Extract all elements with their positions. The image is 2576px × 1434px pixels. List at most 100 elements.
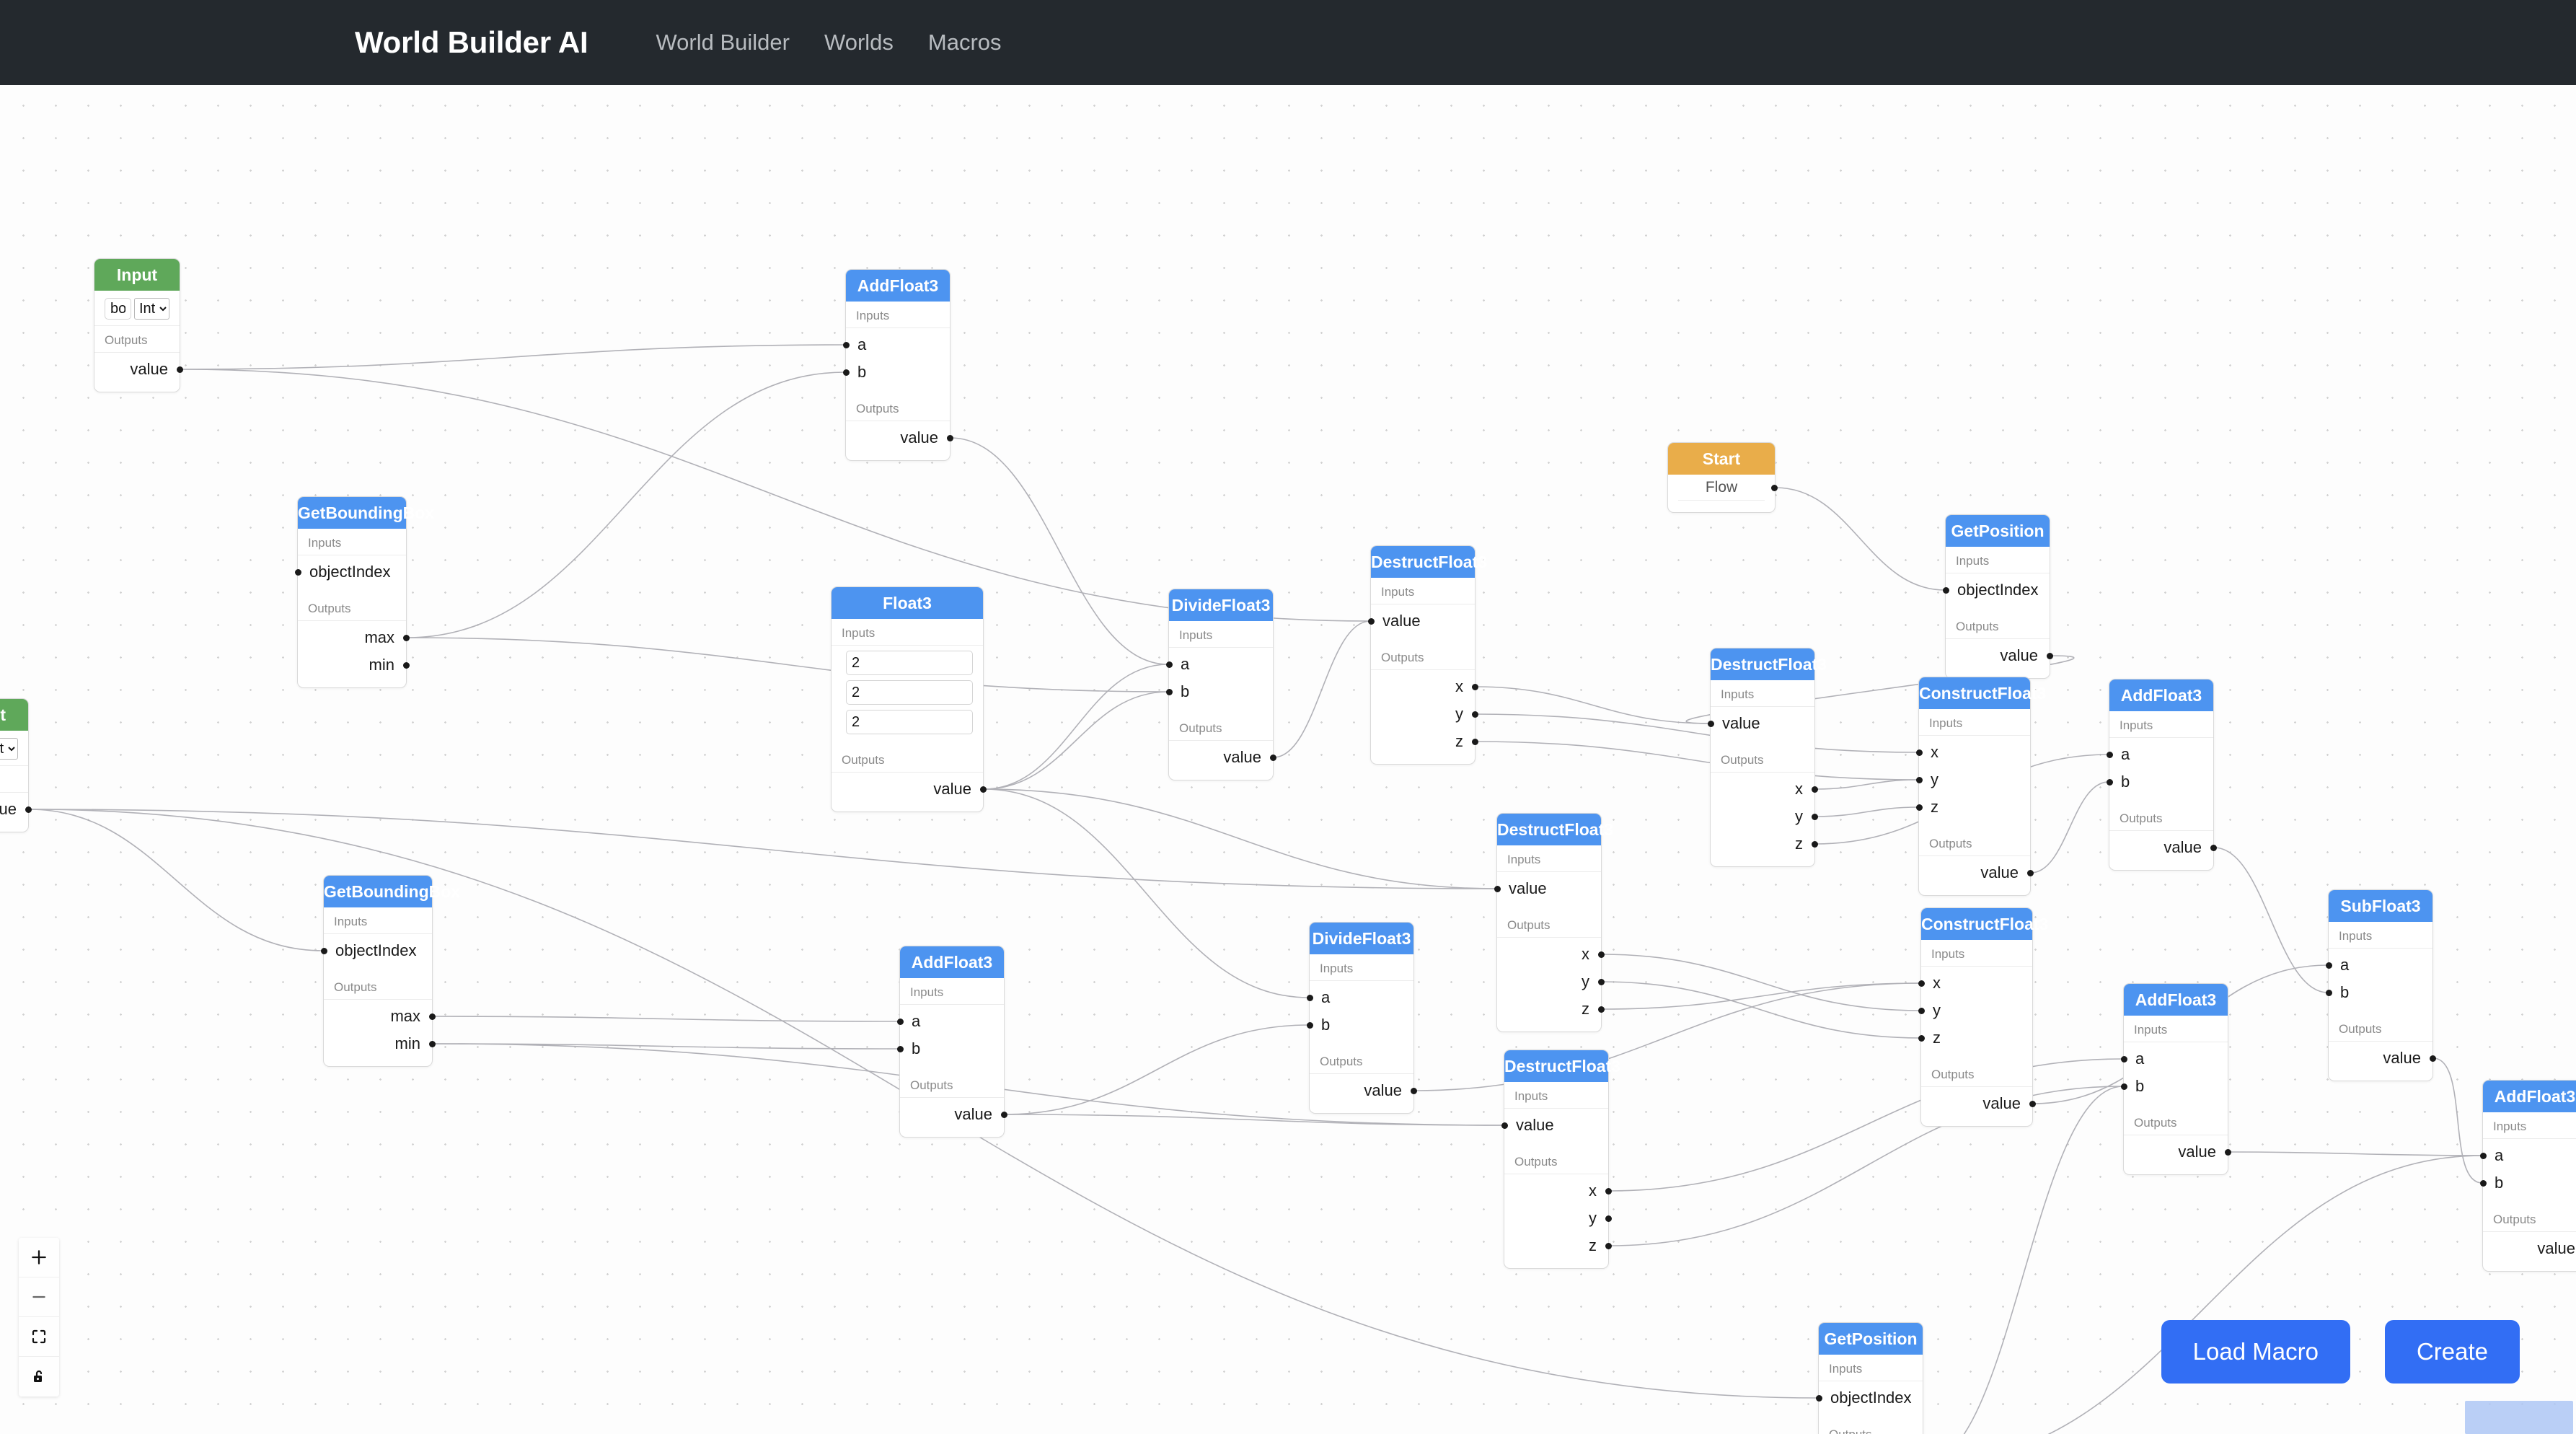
port-dot-icon[interactable] xyxy=(1471,711,1478,718)
input-port-a[interactable]: a xyxy=(1306,987,1413,1008)
port-dot-icon[interactable] xyxy=(896,1019,904,1025)
port-dot-icon[interactable] xyxy=(2325,962,2332,969)
port-dot-icon[interactable] xyxy=(1269,755,1276,761)
input-port-a[interactable]: a xyxy=(1165,654,1273,675)
input-port-objectindex[interactable]: objectIndex xyxy=(320,940,432,962)
node-title[interactable]: AddFloat3 xyxy=(900,946,1004,978)
load-macro-button[interactable]: Load Macro xyxy=(2161,1320,2350,1384)
port-dot-icon[interactable] xyxy=(946,435,953,441)
input-port-b[interactable]: b xyxy=(2106,771,2213,793)
port-dot-icon[interactable] xyxy=(1501,1122,1508,1129)
node-title[interactable]: GetBoundingBox xyxy=(324,876,460,907)
output-port-z[interactable]: z xyxy=(1371,731,1478,752)
port-dot-icon[interactable] xyxy=(2026,870,2034,876)
output-port-y[interactable]: y xyxy=(1497,971,1605,993)
port-dot-icon[interactable] xyxy=(1915,777,1923,783)
node-title[interactable]: Start xyxy=(1668,443,1775,475)
input-port-a[interactable]: a xyxy=(2325,954,2432,976)
port-dot-icon[interactable] xyxy=(1494,886,1501,892)
port-dot-icon[interactable] xyxy=(1707,721,1714,727)
port-dot-icon[interactable] xyxy=(2224,1149,2231,1156)
node-title[interactable]: AddFloat3 xyxy=(846,270,950,302)
port-dot-icon[interactable] xyxy=(1306,1022,1313,1029)
node-title[interactable]: ConstructFloat3 xyxy=(1921,908,2048,940)
input-port-value[interactable]: value xyxy=(1367,610,1475,632)
port-dot-icon[interactable] xyxy=(842,369,850,376)
input-port-y[interactable]: y xyxy=(1918,1000,2032,1021)
port-dot-icon[interactable] xyxy=(1771,485,1778,491)
port-dot-icon[interactable] xyxy=(25,806,32,813)
port-dot-icon[interactable] xyxy=(1165,689,1173,695)
port-dot-icon[interactable] xyxy=(2046,653,2053,659)
node-title[interactable]: Float3 xyxy=(832,587,983,619)
input-port-b[interactable]: b xyxy=(1306,1014,1413,1036)
port-dot-icon[interactable] xyxy=(1605,1215,1612,1222)
output-port-x[interactable]: x xyxy=(1497,943,1605,965)
node-float3-n6[interactable]: Float3InputsOutputs value xyxy=(831,586,987,812)
input-port-value[interactable]: value xyxy=(1501,1114,1608,1136)
port-dot-icon[interactable] xyxy=(1915,804,1923,811)
input-port-b[interactable]: b xyxy=(1165,681,1273,703)
minimap[interactable] xyxy=(2465,1401,2573,1434)
nav-worlds[interactable]: Worlds xyxy=(824,30,894,55)
port-dot-icon[interactable] xyxy=(1306,995,1313,1001)
port-dot-icon[interactable] xyxy=(1811,786,1818,793)
port-dot-icon[interactable] xyxy=(1597,979,1605,985)
output-port-value[interactable]: value xyxy=(2124,1141,2231,1163)
fit-view-button[interactable] xyxy=(19,1317,59,1357)
input-name-field[interactable] xyxy=(105,298,131,320)
float3-x-field[interactable] xyxy=(846,651,973,675)
node-title[interactable]: ConstructFloat3 xyxy=(1919,677,2046,709)
port-dot-icon[interactable] xyxy=(1410,1088,1417,1094)
output-port-value[interactable]: value xyxy=(2329,1047,2436,1069)
input-port-z[interactable]: z xyxy=(1915,796,2030,818)
input-port-b[interactable]: b xyxy=(2120,1076,2228,1097)
output-port-max[interactable]: max xyxy=(324,1006,436,1027)
output-port-y[interactable]: y xyxy=(1371,703,1478,725)
port-dot-icon[interactable] xyxy=(1942,587,1949,594)
output-port-value[interactable]: value xyxy=(1921,1093,2036,1114)
output-port-value[interactable]: value xyxy=(900,1104,1007,1125)
output-port-max[interactable]: max xyxy=(298,627,410,648)
node-title[interactable]: DestructFloat3 xyxy=(1497,814,1613,845)
port-dot-icon[interactable] xyxy=(2120,1056,2127,1063)
port-dot-icon[interactable] xyxy=(428,1041,436,1047)
port-dot-icon[interactable] xyxy=(1918,1008,1925,1014)
port-dot-icon[interactable] xyxy=(2029,1101,2036,1107)
port-dot-icon[interactable] xyxy=(1471,684,1478,690)
node-title[interactable]: GetPosition xyxy=(1946,515,2050,547)
port-dot-icon[interactable] xyxy=(1918,980,1925,987)
output-port-z[interactable]: z xyxy=(1504,1235,1612,1257)
output-port-value[interactable]: value xyxy=(2109,837,2217,858)
node-start-n14[interactable]: Start Flow xyxy=(1667,442,1778,513)
input-port-a[interactable]: a xyxy=(2120,1048,2228,1070)
input-port-objectindex[interactable]: objectIndex xyxy=(1815,1387,1923,1409)
port-dot-icon[interactable] xyxy=(1605,1188,1612,1195)
node-title[interactable]: AddFloat3 xyxy=(2124,984,2228,1016)
node-title[interactable]: Input xyxy=(0,699,28,731)
input-type-select[interactable]: Int xyxy=(134,298,169,320)
output-port-x[interactable]: x xyxy=(1711,778,1818,800)
input-port-b[interactable]: b xyxy=(842,361,950,383)
node-title[interactable]: DestructFloat3 xyxy=(1711,648,1827,680)
node-title[interactable]: DivideFloat3 xyxy=(1169,589,1273,621)
node-title[interactable]: GetBoundingBox xyxy=(298,497,434,529)
nav-macros[interactable]: Macros xyxy=(927,30,1002,55)
input-port-a[interactable]: a xyxy=(2106,744,2213,765)
create-button[interactable]: Create xyxy=(2384,1320,2520,1384)
port-dot-icon[interactable] xyxy=(2106,779,2113,786)
input-port-z[interactable]: z xyxy=(1918,1027,2032,1049)
input-port-x[interactable]: x xyxy=(1918,972,2032,994)
output-port-min[interactable]: min xyxy=(324,1033,436,1055)
output-port-value[interactable]: value xyxy=(0,799,32,820)
node-title[interactable]: Input xyxy=(94,259,180,291)
